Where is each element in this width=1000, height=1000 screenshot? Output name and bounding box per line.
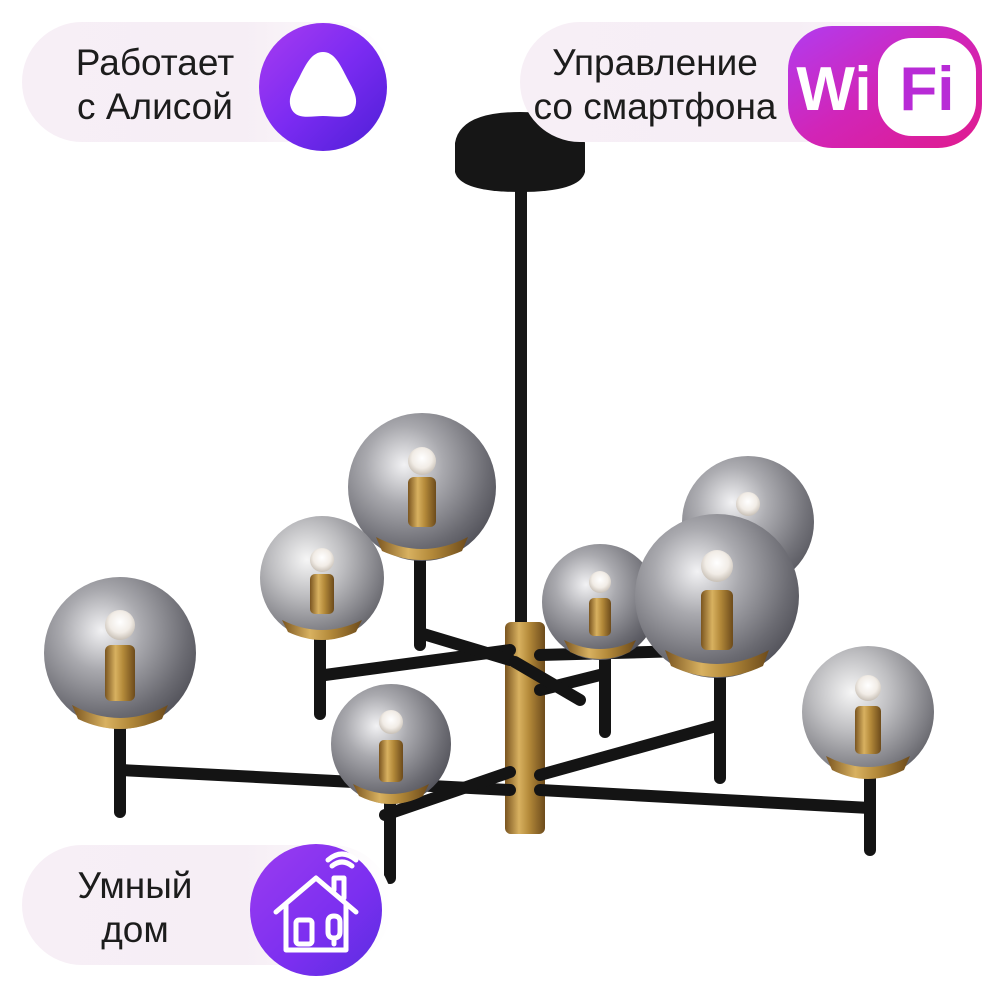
globe bbox=[635, 514, 799, 678]
smart-home-badge-line1: Умный bbox=[77, 865, 193, 906]
globe bbox=[260, 516, 384, 640]
alice-badge-line2: с Алисой bbox=[77, 86, 233, 127]
smartphone-badge-line2: со смартфона bbox=[533, 86, 777, 127]
arms bbox=[114, 627, 876, 821]
alice-assistant-icon bbox=[259, 23, 387, 151]
wifi-icon-fi: Fi bbox=[899, 55, 954, 124]
globe bbox=[348, 413, 496, 561]
globe bbox=[542, 544, 658, 660]
suspension-rod bbox=[515, 185, 527, 625]
smartphone-badge-label: Управление со смартфона bbox=[530, 41, 780, 129]
globe bbox=[331, 684, 451, 804]
smart-home-badge-line2: дом bbox=[101, 909, 169, 950]
globe bbox=[802, 646, 934, 779]
smartphone-badge-line1: Управление bbox=[552, 42, 758, 83]
stems bbox=[114, 554, 876, 884]
wifi-icon-wi: Wi bbox=[796, 55, 871, 124]
alice-badge-label: Работает с Алисой bbox=[60, 41, 250, 129]
globe bbox=[44, 577, 196, 729]
smart-home-badge-label: Умный дом bbox=[60, 864, 210, 952]
smart-home-icon bbox=[250, 844, 382, 976]
alice-badge-line1: Работает bbox=[75, 42, 235, 83]
wifi-icon: Wi Fi bbox=[788, 26, 982, 148]
